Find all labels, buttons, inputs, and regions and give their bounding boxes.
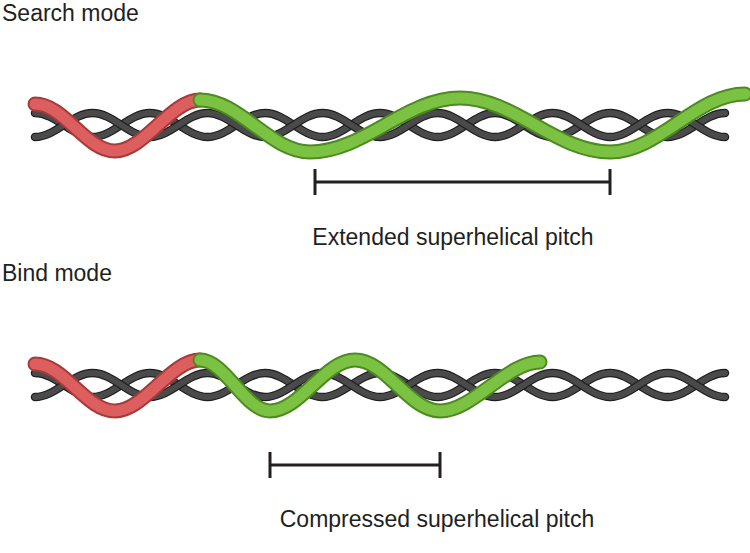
panel-heading: Search mode — [2, 2, 139, 25]
dimension-label: Compressed superhelical pitch — [280, 508, 595, 531]
red-ribbon — [35, 360, 200, 411]
red-ribbon — [35, 100, 200, 151]
red-ribbon — [35, 100, 200, 151]
panel-heading: Bind mode — [2, 262, 112, 285]
green-ribbon — [200, 94, 745, 152]
dimension-label: Extended superhelical pitch — [312, 226, 593, 249]
green-ribbon — [200, 94, 745, 152]
green-ribbon — [200, 360, 540, 411]
pitch-bracket — [270, 452, 440, 478]
green-ribbon — [200, 360, 540, 411]
pitch-bracket — [315, 169, 610, 195]
red-ribbon — [35, 360, 200, 411]
